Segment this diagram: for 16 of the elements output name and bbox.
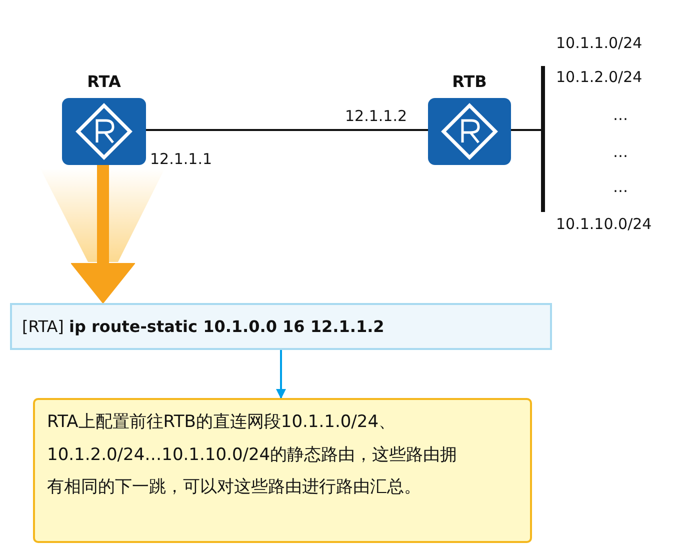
command-box: [RTA] ip route-static 10.1.0.0 16 12.1.1.2 [10,303,552,350]
address-label: 10.1.1.0/24 [556,34,642,52]
link-line [146,129,428,131]
ellipsis-label: … [613,143,628,161]
ellipsis-label: … [613,178,628,196]
address-label: 10.1.10.0/24 [556,215,652,233]
router-label: RTA [86,72,122,91]
ellipsis-label: … [613,106,628,124]
address-label: 12.1.1.1 [150,150,212,168]
arrow [276,350,286,399]
router-label: RTB [451,72,488,91]
address-label: 12.1.1.2 [345,107,408,125]
link-line [511,129,541,131]
note-box: RTA上配置前往RTB的直连网段10.1.1.0/24、10.1.2.0/24…10.1.10.0/24的静态路由，这些路由拥有相同的下一跳，可以对这些路由进行路由汇总。 [33,398,532,543]
address-label: 10.1.2.0/24 [556,68,642,86]
network-bus [541,66,545,212]
